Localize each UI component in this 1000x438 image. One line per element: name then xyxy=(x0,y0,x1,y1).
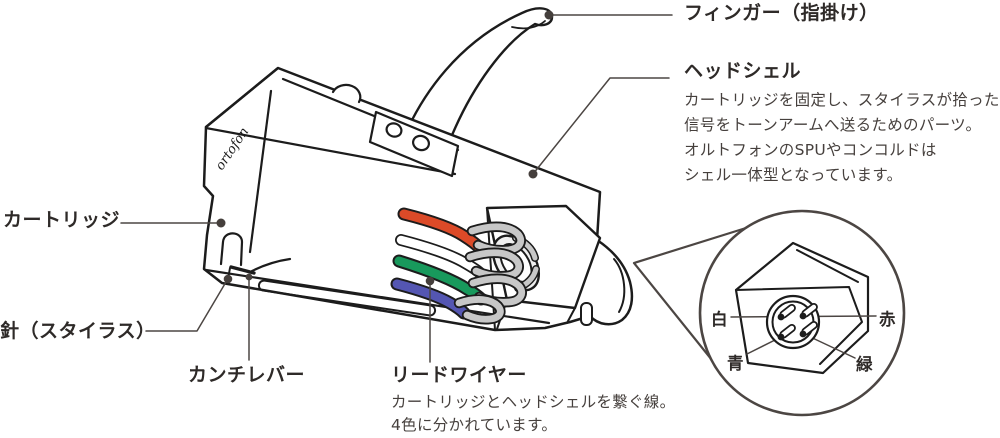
blue-wire xyxy=(392,279,469,318)
pin-green-drawing xyxy=(799,320,818,338)
leadwire-label: リードワイヤー xyxy=(391,364,527,386)
pin-label-red: 赤 xyxy=(879,310,896,329)
connector-detail-callout xyxy=(632,209,906,417)
cantilever-label: カンチレバー xyxy=(188,364,306,386)
pin-white-drawing xyxy=(777,303,796,321)
pin-label-white: 白 xyxy=(711,310,728,329)
headshell-leader xyxy=(532,77,670,175)
stylus-cantilever-drawing xyxy=(219,232,292,280)
wire-clips-drawing xyxy=(453,221,540,325)
rivet-bump xyxy=(331,83,362,104)
leadwire-description: カートリッジとヘッドシェルを繋ぐ線。 4色に分かれています。 xyxy=(391,393,676,434)
stylus-leader xyxy=(145,281,227,332)
mount-hole-2 xyxy=(412,134,430,152)
mount-hole-1 xyxy=(385,122,403,138)
pin-blue-drawing xyxy=(777,323,796,341)
bottom-slot xyxy=(257,279,437,317)
leader-lines xyxy=(120,14,673,363)
headshell-description: カートリッジを固定し、スタイラスが拾った 信号をトーンアームへ送るためのパーツ。… xyxy=(684,91,1000,184)
locator-pin xyxy=(580,302,593,326)
leader-dots xyxy=(216,10,554,286)
cartridge-label: カートリッジ xyxy=(3,209,121,231)
pin-label-blue: 青 xyxy=(727,354,744,373)
headshell-label: ヘッドシェル xyxy=(684,60,802,82)
pin-label-green: 緑 xyxy=(856,355,873,374)
pin-red-drawing xyxy=(799,302,818,320)
stylus-label: 針（スタイラス） xyxy=(0,320,156,342)
finger-label: フィンガー（指掛け） xyxy=(684,2,879,24)
